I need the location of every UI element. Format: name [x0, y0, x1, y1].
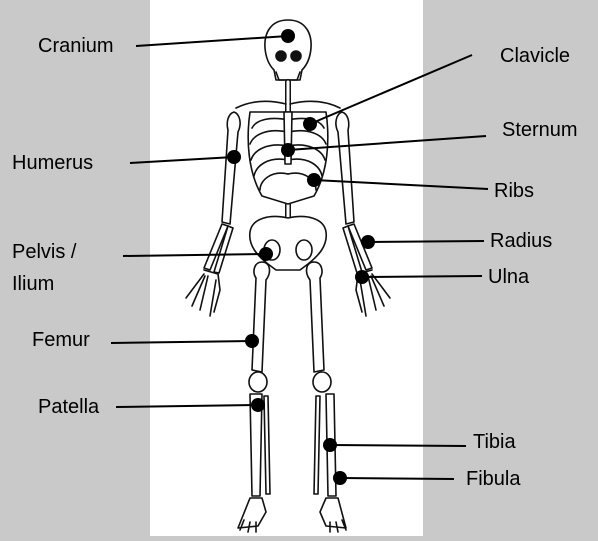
eye-socket-left — [276, 51, 286, 61]
pelvis-hole-right — [296, 240, 312, 260]
knee-right — [313, 372, 331, 392]
marker-tibia — [323, 438, 337, 452]
marker-patella — [251, 398, 265, 412]
marker-sternum — [281, 143, 295, 157]
leader-radius — [368, 241, 484, 242]
label-radius: Radius — [490, 229, 552, 253]
label-ribs: Ribs — [494, 179, 534, 203]
fibula-right — [314, 396, 320, 494]
label-pelvis-line2: Ilium — [12, 272, 54, 296]
marker-radius — [361, 235, 375, 249]
label-femur: Femur — [32, 328, 90, 352]
label-humerus: Humerus — [12, 151, 93, 175]
label-tibia: Tibia — [473, 430, 516, 454]
marker-ribs — [307, 173, 321, 187]
eye-socket-right — [291, 51, 301, 61]
marker-clavicle — [303, 117, 317, 131]
marker-ulna — [355, 270, 369, 284]
label-ulna: Ulna — [488, 265, 529, 289]
marker-humerus — [227, 150, 241, 164]
label-clavicle: Clavicle — [500, 44, 570, 68]
knee-left — [249, 372, 267, 392]
label-sternum: Sternum — [502, 118, 578, 142]
leader-ulna — [362, 276, 482, 277]
label-fibula: Fibula — [466, 467, 520, 491]
marker-pelvis — [259, 247, 273, 261]
marker-cranium — [281, 29, 295, 43]
fibula-left — [264, 396, 270, 494]
leader-fibula — [340, 478, 454, 479]
marker-femur — [245, 334, 259, 348]
leader-tibia — [330, 445, 466, 446]
marker-fibula — [333, 471, 347, 485]
label-pelvis-line1: Pelvis / — [12, 240, 76, 264]
label-cranium: Cranium — [38, 34, 114, 58]
label-patella: Patella — [38, 395, 99, 419]
